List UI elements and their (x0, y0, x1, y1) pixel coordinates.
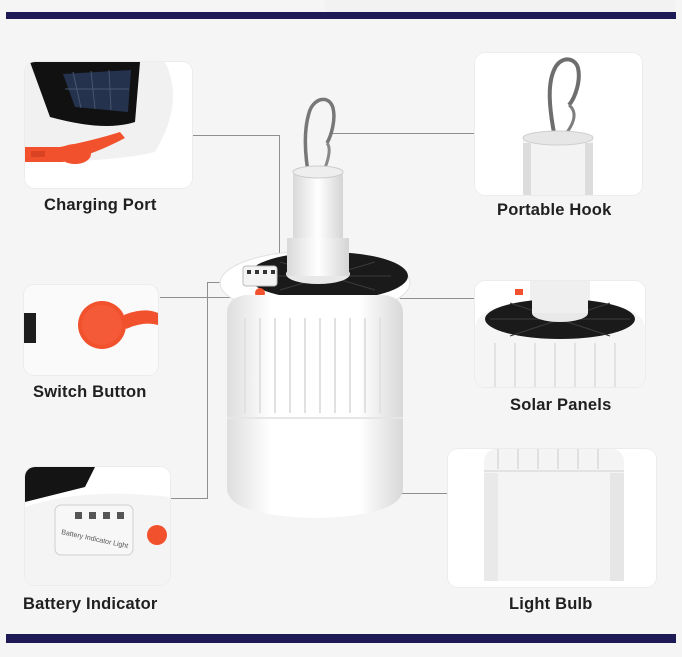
charging-port-image (25, 62, 192, 188)
leader-line-battery (170, 498, 208, 499)
leader-line-solar (400, 298, 475, 299)
leader-line-bulb (390, 493, 447, 494)
leader-line-charging-v (279, 135, 280, 295)
battery-indicator-image: Battery Indicator Light (25, 467, 170, 585)
leader-line-switch (160, 297, 260, 298)
leader-line-charging (192, 135, 280, 136)
switch-button-image (24, 285, 158, 375)
solar-panels-image (475, 281, 645, 387)
leader-line-battery-v (207, 282, 208, 499)
top-strip (325, 0, 675, 12)
frame-top-bar (6, 12, 676, 19)
solar-panels-label: Solar Panels (510, 396, 612, 414)
portable-hook-label: Portable Hook (497, 201, 612, 219)
lamp-image (205, 88, 425, 528)
battery-indicator-label: Battery Indicator (23, 595, 158, 613)
leader-line-hook (330, 133, 474, 134)
light-bulb-image (448, 449, 656, 587)
portable-hook-image (475, 53, 642, 195)
switch-button-label: Switch Button (33, 383, 147, 401)
charging-port-label: Charging Port (44, 196, 157, 214)
light-bulb-label: Light Bulb (509, 595, 593, 613)
frame-bottom-bar (6, 634, 676, 643)
